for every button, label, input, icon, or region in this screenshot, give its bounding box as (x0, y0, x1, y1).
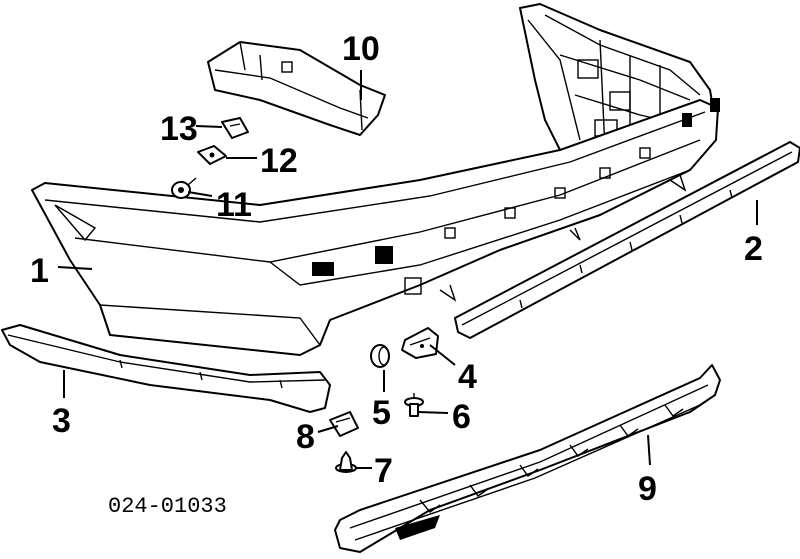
bumper-cover (31, 98, 720, 356)
leader-1 (57, 266, 93, 270)
bracket (207, 41, 386, 136)
callout-1: 1 (30, 252, 49, 290)
callout-10: 10 (342, 30, 380, 68)
callout-2: 2 (744, 230, 763, 268)
leader-6 (417, 411, 449, 414)
part-12-plate (197, 145, 227, 165)
part-8-cover (329, 411, 359, 437)
callout-3: 3 (52, 402, 71, 440)
callouts: 1 2 3 4 5 6 7 8 9 10 11 12 13 (30, 30, 763, 508)
leader-13 (195, 125, 223, 128)
part-5-grommet (370, 344, 390, 368)
part-6-pushclip (404, 393, 424, 417)
callout-9: 9 (638, 470, 657, 508)
leader-4 (429, 344, 456, 366)
callout-5: 5 (372, 394, 391, 432)
callout-7: 7 (374, 452, 393, 490)
part-13-clip (221, 117, 249, 139)
callout-6: 6 (452, 398, 471, 436)
leader-8 (317, 425, 339, 433)
part-4-bracket (401, 327, 439, 359)
lower-valance (334, 364, 721, 553)
callout-8: 8 (296, 418, 315, 456)
callout-4: 4 (458, 358, 477, 396)
callout-13: 13 (160, 110, 198, 148)
callout-11: 11 (216, 186, 252, 224)
leader-9 (647, 434, 651, 466)
part-7-fastener (335, 451, 357, 473)
part-11-plug (171, 177, 197, 199)
leader-lines (57, 70, 758, 469)
trim-strip-right (454, 141, 800, 339)
leader-11 (187, 191, 213, 197)
callout-12: 12 (260, 142, 298, 180)
trim-strip-left (1, 324, 331, 413)
diagram-code: 024-01033 (108, 494, 227, 519)
